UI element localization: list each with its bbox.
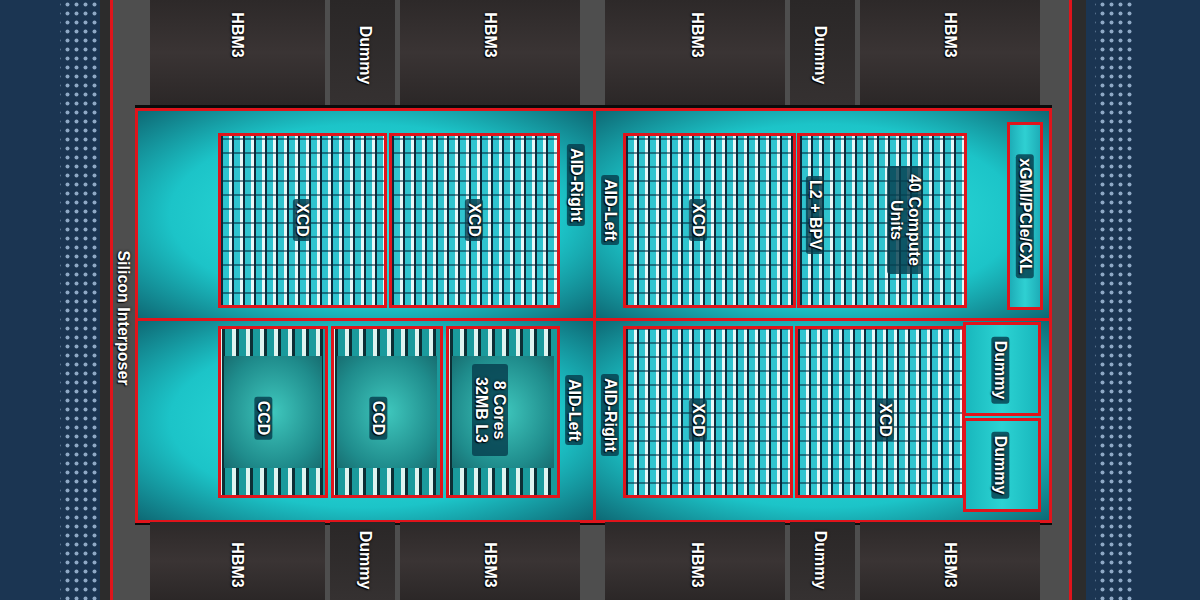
dummy-die: Dummy bbox=[963, 322, 1041, 416]
hbm-stack: HBM3 bbox=[605, 522, 785, 600]
die-label: CCD bbox=[254, 397, 272, 440]
interposer-surface bbox=[110, 0, 1072, 600]
die-label: HBM3 bbox=[228, 542, 246, 587]
die-label: HBM3 bbox=[481, 542, 499, 587]
hbm-stack: HBM3 bbox=[400, 522, 580, 600]
aid-die: AID-Left XCD L2 + BPV 40 Compute Units xGMI/… bbox=[593, 108, 1052, 321]
die-label: HBM3 bbox=[481, 12, 499, 57]
xcd-die: XCD bbox=[795, 326, 965, 498]
xcd-die: XCD bbox=[623, 326, 793, 498]
hbm-stack: HBM3 bbox=[400, 0, 580, 105]
xcd-die: XCD bbox=[623, 133, 796, 308]
die-label: AID-Left bbox=[565, 375, 583, 445]
die-label: Dummy bbox=[356, 531, 374, 590]
ccd-die: 8 Cores 32MB L3 bbox=[446, 326, 560, 498]
dummy-die: Dummy bbox=[330, 0, 395, 105]
die-label: HBM3 bbox=[941, 12, 959, 57]
aid-die: AID-RightXCDXCDDummyDummy bbox=[593, 318, 1052, 523]
die-label: XCD bbox=[465, 199, 483, 241]
die-label: L2 + BPV bbox=[806, 176, 824, 254]
dummy-die: Dummy bbox=[790, 0, 855, 105]
die-label: AID-Left bbox=[601, 175, 619, 245]
io-block: xGMI/PCIe/CXL bbox=[1007, 122, 1043, 310]
die-label: HBM3 bbox=[228, 12, 246, 57]
die-label: Dummy bbox=[811, 531, 829, 590]
die-label: Dummy bbox=[811, 26, 829, 85]
die-label: HBM3 bbox=[688, 12, 706, 57]
die-shadow bbox=[135, 105, 1052, 525]
die-label: AID-Right bbox=[601, 374, 619, 456]
dummy-die: Dummy bbox=[330, 522, 395, 600]
hbm-stack: HBM3 bbox=[150, 522, 325, 600]
silicon-interposer: Silicon InterposerHBM3DummyHBM3HBM3Dummy… bbox=[110, 0, 1072, 600]
dummy-die: Dummy bbox=[790, 522, 855, 600]
aid-die: AID-RightXCD XCD bbox=[135, 108, 596, 321]
xcd-die: XCD bbox=[218, 133, 387, 308]
xcd-die: XCD bbox=[389, 133, 560, 308]
die-label: xGMI/PCIe/CXL bbox=[1016, 154, 1034, 278]
bump-array bbox=[60, 0, 100, 600]
die-label: XCD bbox=[876, 399, 894, 441]
hbm-stack: HBM3 bbox=[860, 0, 1040, 105]
bump-array bbox=[1095, 0, 1135, 600]
die-label: XCD bbox=[293, 199, 311, 241]
die-label: Dummy bbox=[356, 26, 374, 85]
xcd-die: L2 + BPV 40 Compute Units bbox=[797, 133, 967, 308]
ccd-die: CCD bbox=[218, 326, 328, 498]
aid-die: AID-Left CCD CCD 8 Cores 32MB L3 bbox=[135, 318, 596, 523]
ccd-die: CCD bbox=[331, 326, 443, 498]
die-label: XCD bbox=[689, 199, 707, 241]
hbm-stack: HBM3 bbox=[605, 0, 785, 105]
die-label: Silicon Interposer bbox=[114, 250, 132, 385]
die-label: AID-Right bbox=[567, 144, 585, 226]
hbm-stack: HBM3 bbox=[860, 522, 1040, 600]
die-label: 8 Cores 32MB L3 bbox=[472, 364, 508, 456]
die-label: Dummy bbox=[991, 432, 1009, 499]
dummy-die: Dummy bbox=[963, 418, 1041, 512]
die-label: XCD bbox=[689, 399, 707, 441]
die-label: CCD bbox=[369, 397, 387, 440]
die-label: HBM3 bbox=[688, 542, 706, 587]
substrate-edge bbox=[1072, 0, 1086, 600]
substrate-edge bbox=[100, 0, 110, 600]
die-label: Dummy bbox=[991, 337, 1009, 404]
core-area bbox=[224, 356, 322, 468]
hbm-stack: HBM3 bbox=[150, 0, 325, 105]
die-label: HBM3 bbox=[941, 542, 959, 587]
die-label: 40 Compute Units bbox=[887, 166, 923, 274]
